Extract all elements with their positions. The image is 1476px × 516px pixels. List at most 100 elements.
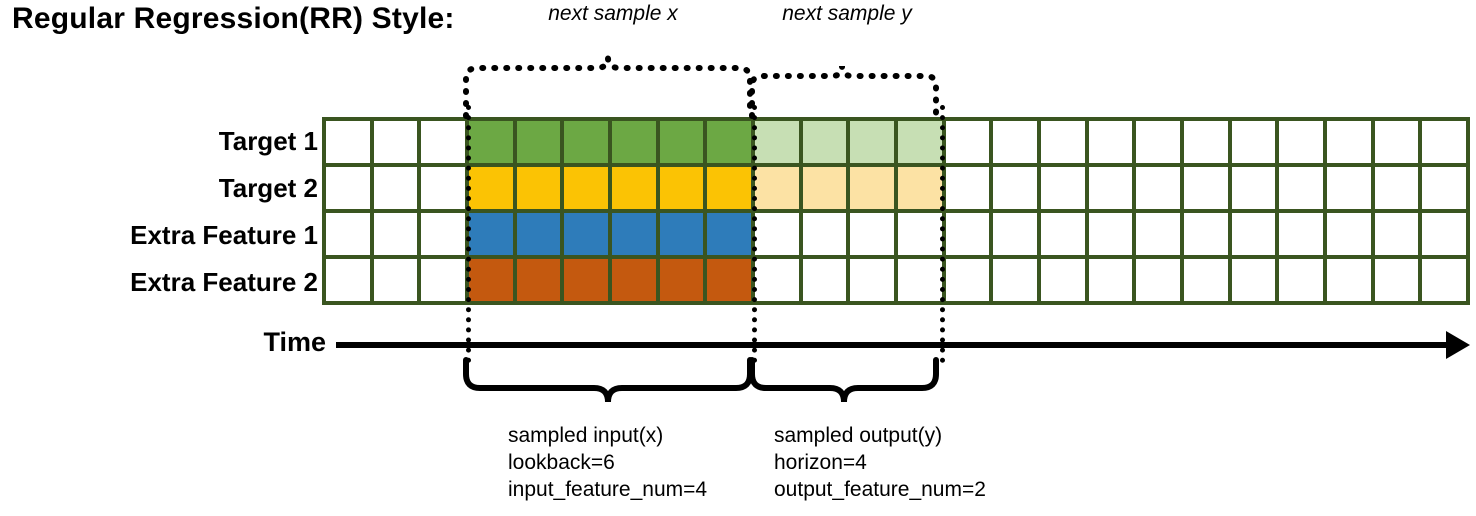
- grid-cell-r3-c9-input: [707, 213, 751, 255]
- grid-cell-r1-c12-output: [850, 121, 894, 163]
- caption-input-lookback: lookback=6: [508, 451, 615, 474]
- caption-output-feature-num: output_feature_num=2: [774, 478, 986, 501]
- grid-cell-r4-c1-empty: [326, 259, 370, 301]
- grid-cell-r4-c11-empty: [802, 259, 847, 301]
- grid-cell-r4-c10-empty: [755, 259, 799, 301]
- row-label-target-1: Target 1: [218, 126, 318, 156]
- grid-cell-r3-c20-empty: [1231, 213, 1276, 255]
- grid-cell-r4-c14-empty: [945, 259, 990, 301]
- bottom-brace-input: [463, 357, 753, 403]
- grid-cell-r3-c12-empty: [850, 213, 894, 255]
- grid-cell-r4-c8-input: [659, 259, 704, 301]
- caption-output-title: sampled output(y): [774, 424, 943, 447]
- top-brace-x: [463, 57, 753, 119]
- grid-cell-r4-c23-empty: [1374, 259, 1419, 301]
- top-brace-y: [749, 65, 939, 119]
- grid-cell-r2-c21-empty: [1279, 167, 1323, 209]
- grid-cell-r3-c14-empty: [945, 213, 990, 255]
- grid-cell-r1-c15-empty: [993, 121, 1037, 163]
- grid-cell-r1-c3-empty: [421, 121, 465, 163]
- grid-cell-r4-c17-empty: [1088, 259, 1133, 301]
- grid-cell-r4-c13-empty: [898, 259, 942, 301]
- grid-cell-r2-c3-empty: [421, 167, 465, 209]
- row-label-target-2: Target 2: [218, 173, 318, 203]
- grid-cell-r3-c2-empty: [373, 213, 418, 255]
- grid-cell-r3-c7-input: [612, 213, 656, 255]
- grid-cell-r4-c18-empty: [1136, 259, 1180, 301]
- grid-cell-r3-c16-empty: [1041, 213, 1085, 255]
- grid-cell-r2-c5-input: [516, 167, 561, 209]
- grid-cell-r1-c18-empty: [1136, 121, 1180, 163]
- time-axis-arrow-icon: [1446, 331, 1470, 359]
- grid-cell-r3-c23-empty: [1374, 213, 1419, 255]
- grid-cell-r2-c2-empty: [373, 167, 418, 209]
- grid-cell-r4-c7-input: [612, 259, 656, 301]
- caption-input-feature-num: input_feature_num=4: [508, 478, 708, 501]
- top-brace-y-label: next sample y: [782, 2, 912, 25]
- grid-cell-r1-c20-empty: [1231, 121, 1276, 163]
- grid-cell-r2-c13-output: [898, 167, 942, 209]
- grid-cell-r1-c5-input: [516, 121, 561, 163]
- grid-cell-r2-c11-output: [802, 167, 847, 209]
- grid-cell-r4-c4-input: [469, 259, 513, 301]
- grid-cell-r4-c9-input: [707, 259, 751, 301]
- grid-cell-r3-c21-empty: [1279, 213, 1323, 255]
- guide-output-end: [940, 105, 945, 363]
- grid-cell-r4-c20-empty: [1231, 259, 1276, 301]
- grid-cell-r1-c4-input: [469, 121, 513, 163]
- timeseries-grid: [322, 117, 1470, 305]
- grid-cell-r4-c12-empty: [850, 259, 894, 301]
- grid-cell-r3-c13-empty: [898, 213, 942, 255]
- grid-cell-r1-c6-input: [564, 121, 608, 163]
- grid-cell-r4-c15-empty: [993, 259, 1037, 301]
- grid-cell-r4-c22-empty: [1327, 259, 1371, 301]
- row-label-extra-feature-1: Extra Feature 1: [130, 220, 318, 250]
- grid-cell-r4-c3-empty: [421, 259, 465, 301]
- grid-cell-r3-c3-empty: [421, 213, 465, 255]
- grid-cell-r2-c9-input: [707, 167, 751, 209]
- grid-cell-r2-c12-output: [850, 167, 894, 209]
- grid-cell-r2-c15-empty: [993, 167, 1037, 209]
- grid-cell-r3-c11-empty: [802, 213, 847, 255]
- grid-cell-r1-c23-empty: [1374, 121, 1419, 163]
- grid-cell-r2-c14-empty: [945, 167, 990, 209]
- grid-cell-r1-c14-empty: [945, 121, 990, 163]
- bottom-brace-output: [749, 357, 939, 403]
- grid-cell-r1-c8-input: [659, 121, 704, 163]
- grid-cell-r3-c24-empty: [1422, 213, 1466, 255]
- grid-cell-r2-c7-input: [612, 167, 656, 209]
- grid-cell-r3-c8-input: [659, 213, 704, 255]
- grid-cell-r2-c19-empty: [1184, 167, 1228, 209]
- grid-cell-r2-c6-input: [564, 167, 608, 209]
- grid-cell-r3-c6-input: [564, 213, 608, 255]
- caption-sampled-output: sampled output(y) horizon=4 output_featu…: [774, 422, 986, 503]
- page-title: Regular Regression(RR) Style:: [12, 2, 455, 35]
- grid-cell-r1-c9-input: [707, 121, 751, 163]
- grid-cell-r3-c17-empty: [1088, 213, 1133, 255]
- caption-input-title: sampled input(x): [508, 424, 664, 447]
- grid-cell-r1-c19-empty: [1184, 121, 1228, 163]
- grid-cell-r3-c19-empty: [1184, 213, 1228, 255]
- grid-cell-r2-c8-input: [659, 167, 704, 209]
- top-brace-x-label: next sample x: [548, 2, 678, 25]
- grid-cell-r1-c1-empty: [326, 121, 370, 163]
- axis-label-time: Time: [263, 327, 326, 357]
- grid-cell-r1-c17-empty: [1088, 121, 1133, 163]
- grid-cell-r3-c1-empty: [326, 213, 370, 255]
- guide-input-start: [466, 105, 471, 363]
- grid-cell-r1-c7-input: [612, 121, 656, 163]
- caption-sampled-input: sampled input(x) lookback=6 input_featur…: [508, 422, 707, 503]
- grid-cell-r1-c2-empty: [373, 121, 418, 163]
- grid-cell-r4-c2-empty: [373, 259, 418, 301]
- caption-output-horizon: horizon=4: [774, 451, 867, 474]
- row-label-extra-feature-2: Extra Feature 2: [130, 267, 318, 297]
- grid-cell-r2-c22-empty: [1327, 167, 1371, 209]
- grid-cell-r3-c22-empty: [1327, 213, 1371, 255]
- grid-cell-r3-c10-empty: [755, 213, 799, 255]
- grid-cell-r3-c18-empty: [1136, 213, 1180, 255]
- grid-cell-r4-c21-empty: [1279, 259, 1323, 301]
- grid-cell-r3-c15-empty: [993, 213, 1037, 255]
- grid-cell-r1-c10-output: [755, 121, 799, 163]
- grid-cell-r1-c24-empty: [1422, 121, 1466, 163]
- grid-cell-r2-c16-empty: [1041, 167, 1085, 209]
